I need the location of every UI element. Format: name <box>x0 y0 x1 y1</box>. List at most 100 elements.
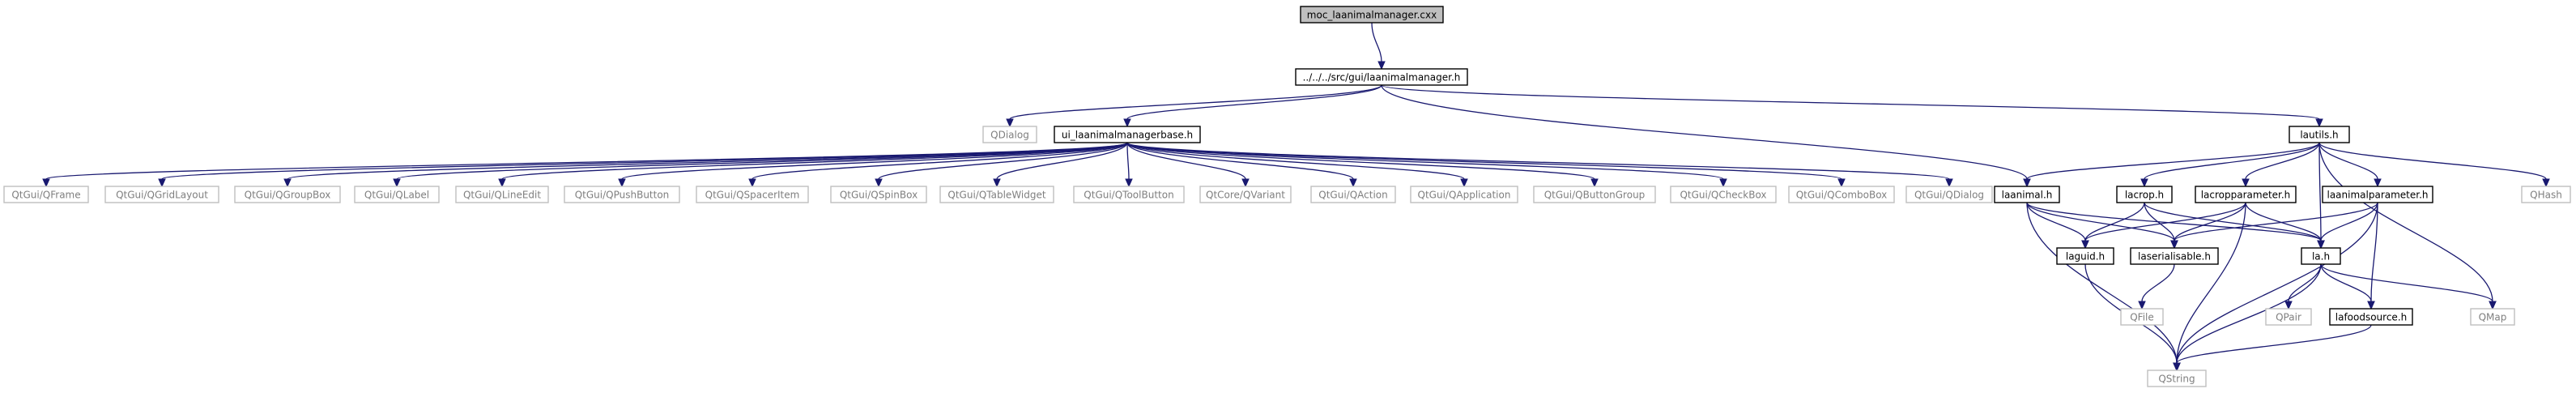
node-box <box>982 126 1037 143</box>
edge-lautils-to-laanimalparameter <box>2318 142 2378 180</box>
edge-la-to-lafoodsource <box>2320 263 2372 302</box>
node-qtgui-qgridlayout: QtGui/QGridLayout <box>104 186 219 203</box>
node-qtgui-qdialog: QtGui/QDialog <box>1905 186 1993 203</box>
edge-uibase-to-qcheckbox <box>1126 142 1724 180</box>
edge-lautils-to-lacrop <box>2144 142 2320 180</box>
edge-uibase-to-qcombobox <box>1126 142 1842 180</box>
edge-lacropparameter-to-la <box>2245 202 2322 241</box>
edge-src-to-uibase <box>1126 84 1382 120</box>
node-qdialog: QDialog <box>982 126 1037 143</box>
node-qpair: QPair <box>2265 308 2312 326</box>
arrowhead-lautils-to-laanimalparameter <box>2374 178 2382 188</box>
arrowhead-laanimalparameter-to-laserialisable <box>2170 240 2178 250</box>
node-qtgui-qbuttongroup: QtGui/QButtonGroup <box>1533 186 1656 203</box>
node-qtgui-qframe: QtGui/QFrame <box>3 186 89 203</box>
node-box <box>234 186 341 203</box>
node-box <box>2329 308 2413 326</box>
edge-laanimalparameter-to-qstring <box>2176 202 2378 364</box>
node-label: QPair <box>2276 312 2301 323</box>
edge-laanimal-to-qstring <box>2026 202 2178 364</box>
node-qtcore-qvariant: QtCore/QVariant <box>1199 186 1292 203</box>
node-label: QtGui/QComboBox <box>1796 190 1888 201</box>
edge-laanimal-to-laserialisable <box>2026 202 2175 241</box>
node-box <box>1073 186 1185 203</box>
node-box <box>1994 186 2060 203</box>
arrowhead-uibase-to-qspinbox <box>875 178 883 188</box>
node-laguid-h[interactable]: laguid.h <box>2056 247 2114 265</box>
node-qtgui-qcheckbox: QtGui/QCheckBox <box>1670 186 1777 203</box>
node-laserialisable-h[interactable]: laserialisable.h <box>2130 247 2219 265</box>
node-qtgui-qlabel: QtGui/QLabel <box>354 186 440 203</box>
edge-lautils-to-lacropparameter <box>2245 142 2320 180</box>
arrowhead-uibase-to-qspaceritem <box>748 178 756 188</box>
node-src-gui-laanimalmanager-h[interactable]: ../../../src/gui/laanimalmanager.h <box>1295 68 1468 86</box>
edge-lautils-to-qhash <box>2318 142 2547 180</box>
node-box <box>2289 126 2350 143</box>
node-label: lacrop.h <box>2125 190 2164 201</box>
node-box <box>1788 186 1895 203</box>
dependency-edges <box>42 22 2550 372</box>
node-box <box>2265 308 2312 326</box>
node-lacrop-h[interactable]: lacrop.h <box>2116 186 2173 203</box>
node-ui-laanimalmanagerbase-h[interactable]: ui_laanimalmanagerbase.h <box>1054 126 1201 143</box>
node-qtgui-qgroupbox: QtGui/QGroupBox <box>234 186 341 203</box>
node-label: QtGui/QLabel <box>364 190 429 201</box>
edge-src-to-laanimal <box>1381 84 2028 180</box>
edge-lacrop-to-la <box>2144 202 2322 241</box>
edge-uibase-to-qtdialog <box>1126 142 1950 180</box>
edge-uibase-to-qspinbox <box>878 142 1128 180</box>
node-label: QtGui/QDialog <box>1914 190 1984 201</box>
edge-laanimal-to-la <box>2026 202 2322 241</box>
edge-lacropparameter-to-qstring <box>2176 202 2246 364</box>
arrowhead-uibase-to-qcheckbox <box>1719 178 1727 188</box>
node-qmap: QMap <box>2470 308 2515 326</box>
edge-la-to-qstring <box>2176 263 2322 364</box>
edge-uibase-to-qbuttongroup <box>1126 142 1595 180</box>
edge-uibase-to-qspaceritem <box>752 142 1128 180</box>
arrowhead-uibase-to-qgroupbox <box>283 178 292 188</box>
arrowhead-la-to-qpair <box>2284 301 2293 310</box>
node-qtgui-qtoolbutton: QtGui/QToolButton <box>1073 186 1185 203</box>
node-qtgui-qcombobox: QtGui/QComboBox <box>1788 186 1895 203</box>
arrowhead-uibase-to-qtablewidget <box>993 178 1001 188</box>
arrowhead-uibase-to-qvariant <box>1241 178 1250 188</box>
node-label: QtGui/QButtonGroup <box>1544 190 1646 201</box>
node-laanimalparameter-h[interactable]: laanimalparameter.h <box>2322 186 2433 203</box>
node-label: lafoodsource.h <box>2335 312 2407 323</box>
node-qfile: QFile <box>2120 308 2164 326</box>
node-box <box>696 186 809 203</box>
node-la-h[interactable]: la.h <box>2301 247 2341 265</box>
node-label: QHash <box>2530 190 2562 201</box>
node-label: QFile <box>2130 312 2154 323</box>
node-label: laanimal.h <box>2002 190 2053 201</box>
edge-laanimalparameter-to-la <box>2320 202 2378 241</box>
node-label: moc_laanimalmanager.cxx <box>1307 10 1437 21</box>
node-moc-laanimalmanager-cxx[interactable]: moc_laanimalmanager.cxx <box>1300 6 1444 23</box>
node-box <box>455 186 549 203</box>
node-box <box>939 186 1054 203</box>
arrowhead-lautils-to-laanimal <box>2023 178 2031 188</box>
arrowhead-uibase-to-qlineedit <box>498 178 506 188</box>
edge-moc-to-src <box>1371 22 1382 62</box>
node-label: QtGui/QToolButton <box>1084 190 1173 201</box>
node-lafoodsource-h[interactable]: lafoodsource.h <box>2329 308 2413 326</box>
node-qtgui-qaction: QtGui/QAction <box>1310 186 1396 203</box>
node-lacropparameter-h[interactable]: lacropparameter.h <box>2195 186 2297 203</box>
edge-laanimal-to-laguid <box>2026 202 2086 241</box>
arrowhead-la-to-lafoodsource <box>2367 301 2375 310</box>
node-box <box>1905 186 1993 203</box>
node-box <box>564 186 680 203</box>
node-qtgui-qspaceritem: QtGui/QSpacerItem <box>696 186 809 203</box>
node-box <box>2116 186 2173 203</box>
node-label: QtGui/QSpacerItem <box>705 190 800 201</box>
node-laanimal-h[interactable]: laanimal.h <box>1994 186 2060 203</box>
node-lautils-h[interactable]: lautils.h <box>2289 126 2350 143</box>
node-label: ui_laanimalmanagerbase.h <box>1062 130 1193 141</box>
node-box <box>2470 308 2515 326</box>
node-box <box>1300 6 1444 23</box>
edge-uibase-to-qtablewidget <box>996 142 1128 180</box>
edge-la-to-qpair <box>2288 263 2322 302</box>
node-label: QtGui/QApplication <box>1418 190 1511 201</box>
arrowhead-lacropparameter-to-laguid <box>2081 240 2089 250</box>
